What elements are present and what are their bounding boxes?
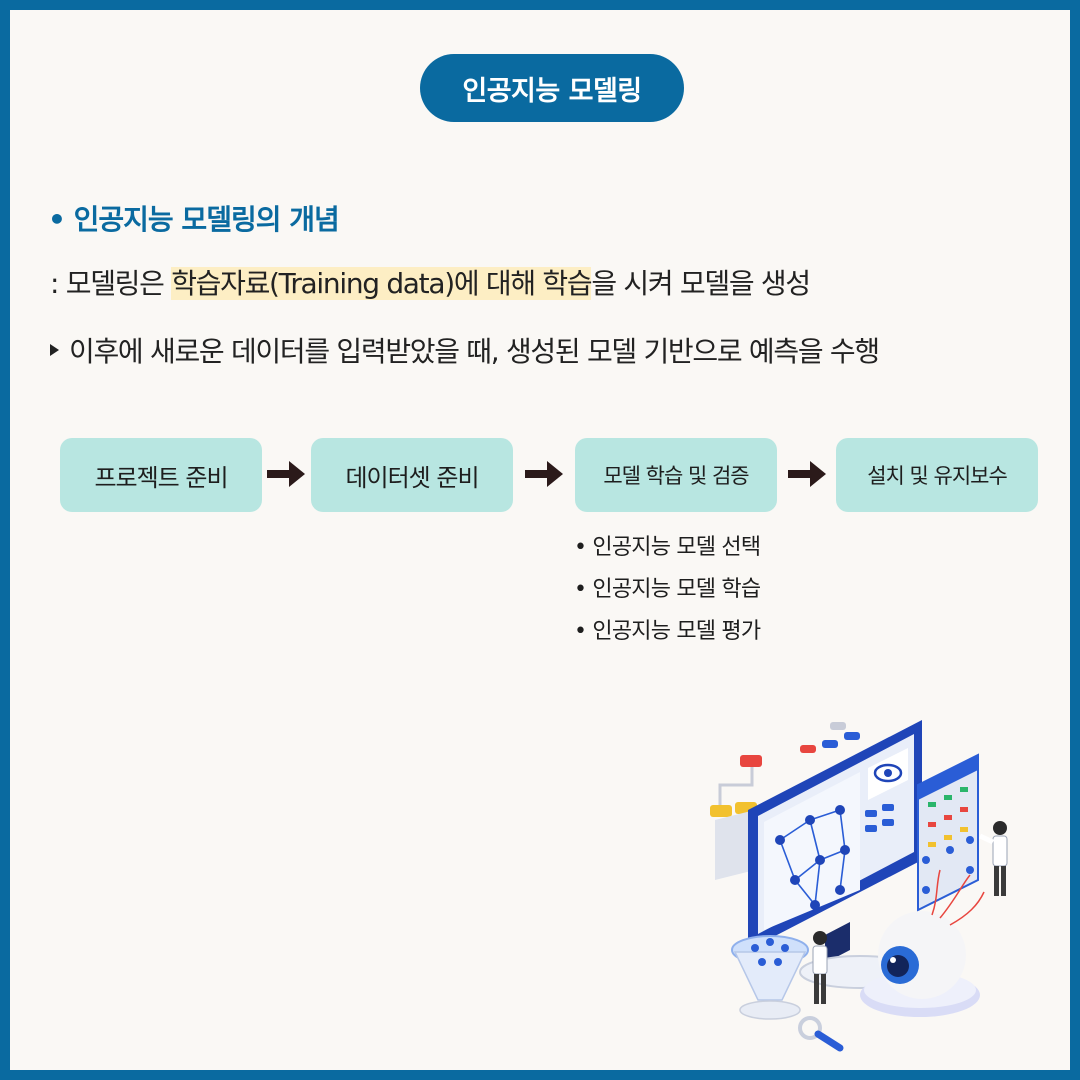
definition-suffix: 을 시켜 모델을 생성 <box>591 267 811 300</box>
step-deploy-maintain: 설치 및 유지보수 <box>836 438 1038 512</box>
page-title: 인공지능 모델링 <box>420 54 684 122</box>
concept-heading: • 인공지능 모델링의 개념 <box>48 203 340 236</box>
definition-highlight: 학습자료(Training data)에 대해 학습 <box>171 267 593 300</box>
definition-prefix: : 모델링은 <box>50 267 172 300</box>
step-project-prep: 프로젝트 준비 <box>60 438 262 512</box>
flowchart-icon <box>710 755 762 880</box>
monitor-icon <box>748 720 922 989</box>
step-dataset-prep: 데이터셋 준비 <box>311 438 513 512</box>
list-item: 인공지능 모델 평가 <box>574 614 761 656</box>
funnel-icon <box>731 935 809 1020</box>
step-train-validate: 모델 학습 및 검증 <box>575 438 777 512</box>
ai-monitor-illustration <box>710 720 1008 1052</box>
arrow-right-icon <box>267 461 305 487</box>
arrow-right-icon <box>525 461 563 487</box>
substep-list: 인공지능 모델 선택 인공지능 모델 학습 인공지능 모델 평가 <box>574 530 761 656</box>
arrow-right-icon <box>788 461 826 487</box>
triangle-bullet-icon <box>50 344 59 356</box>
list-item: 인공지능 모델 학습 <box>574 572 761 614</box>
person-icon <box>812 931 828 1004</box>
magnifier-icon <box>798 1016 844 1052</box>
person-icon <box>978 821 1008 896</box>
concept-definition: : 모델링은 학습자료(Training data)에 대해 학습을 시켜 모델… <box>50 262 811 302</box>
concept-detail-text: 이후에 새로운 데이터를 입력받았을 때, 생성된 모델 기반으로 예측을 수행 <box>69 335 880 368</box>
concept-detail: 이후에 새로운 데이터를 입력받았을 때, 생성된 모델 기반으로 예측을 수행 <box>50 330 880 370</box>
data-panel-icon <box>917 753 979 912</box>
list-item: 인공지능 모델 선택 <box>574 530 761 572</box>
eyeball-icon <box>860 869 985 1017</box>
